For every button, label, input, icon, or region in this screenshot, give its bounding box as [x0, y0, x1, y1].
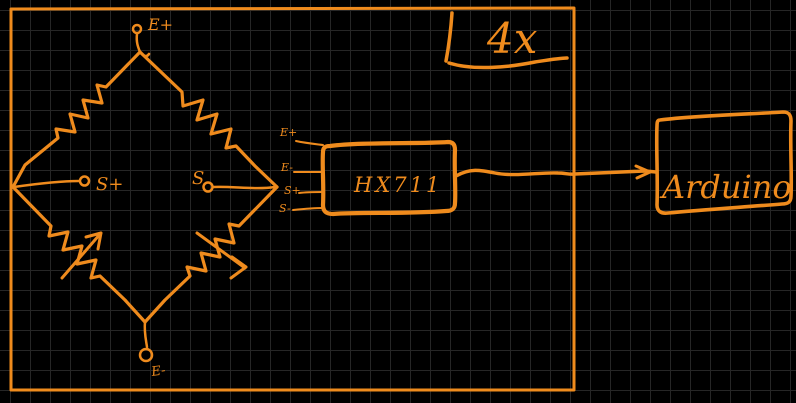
- label-s-minus: S: [192, 168, 204, 189]
- bridge-arm-lower-left: [11, 185, 147, 324]
- hx711-label: HX711: [353, 173, 442, 197]
- outer-boundary[interactable]: [9, 6, 576, 392]
- bridge-arm-lower-right: [143, 185, 279, 324]
- label-e-minus: E-: [149, 363, 166, 380]
- strain-arrow-right: [195, 231, 248, 280]
- terminal-e-plus: [131, 23, 143, 35]
- label-s-plus: S+: [96, 174, 123, 195]
- terminal-s-minus: [202, 181, 214, 193]
- bracket-vertical-stroke: [444, 11, 454, 63]
- hx711-pin-lead-s-plus: [298, 191, 324, 194]
- bracket-underline-stroke: [447, 56, 569, 70]
- load-cell-bridge[interactable]: E+ S+ S E-: [11, 15, 279, 380]
- arduino-box: [654, 110, 794, 215]
- terminal-s-plus-lead: [12, 179, 81, 189]
- terminal-e-minus-stem: [143, 320, 149, 349]
- hx711-pin-label-e-plus: E+: [279, 126, 297, 139]
- boundary-rect: [9, 6, 576, 392]
- hx711-pin-label-s-plus: S+: [284, 184, 301, 197]
- wire-arrowhead: [634, 164, 652, 180]
- terminal-s-plus: [78, 175, 91, 187]
- terminal-e-minus: [138, 347, 154, 363]
- multiplier-label: 4x: [486, 14, 538, 63]
- strain-arrow-left: [60, 231, 103, 280]
- hx711-pin-label-s-minus: S-: [279, 202, 291, 215]
- terminal-s-minus-lead: [211, 185, 277, 190]
- arduino-module[interactable]: Arduino: [654, 110, 794, 215]
- arduino-label: Arduino: [659, 168, 792, 206]
- hx711-pin-lead-s-minus: [292, 207, 324, 211]
- wire-stroke: [454, 168, 658, 178]
- hx711-module[interactable]: HX711 E+ E- S+ S-: [279, 126, 458, 217]
- multiplier-annotation[interactable]: 4x: [444, 11, 569, 70]
- apex-hook-stroke: [138, 50, 151, 58]
- hx711-pin-label-e-minus: E-: [280, 161, 293, 174]
- wire-hx711-to-arduino[interactable]: [454, 164, 658, 180]
- hx711-pin-lead-e-plus: [295, 140, 324, 146]
- bridge-arm-upper-left: [11, 50, 142, 189]
- label-e-plus: E+: [147, 15, 173, 34]
- terminal-e-plus-stem: [135, 32, 142, 54]
- bridge-arm-upper-right: [138, 50, 279, 189]
